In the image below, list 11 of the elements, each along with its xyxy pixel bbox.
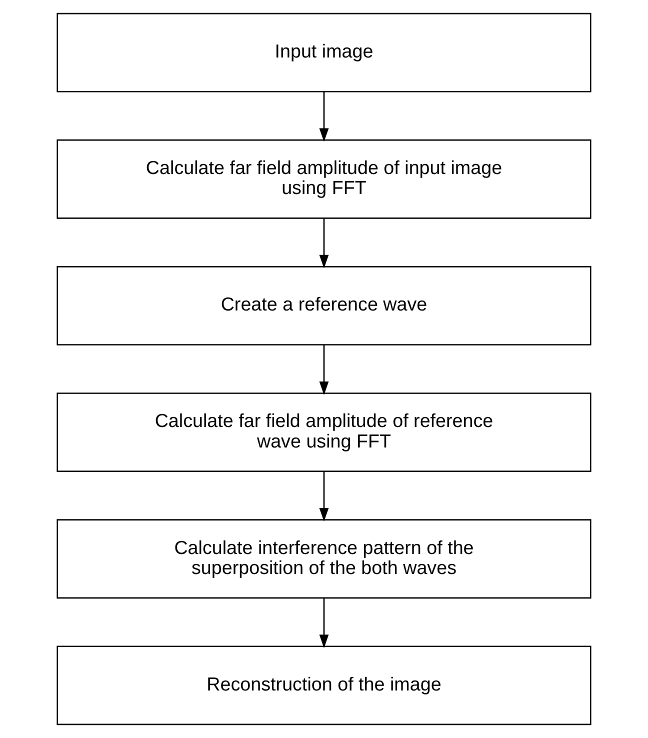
node-box: Reconstruction of the image <box>56 646 592 726</box>
arrow <box>319 471 329 522</box>
node-box: Calculate interference pattern of the superposition of the both waves <box>56 519 592 599</box>
arrow <box>319 218 329 268</box>
arrow <box>319 344 329 395</box>
arrow <box>319 92 329 142</box>
node-box: Calculate far field amplitude of reference wave using FFT <box>56 392 592 472</box>
node-box: Create a reference wave <box>56 266 592 346</box>
node-box: Calculate far field amplitude of input image using FFT <box>56 139 592 219</box>
node-box: Input image <box>56 12 592 92</box>
arrow <box>319 598 329 648</box>
